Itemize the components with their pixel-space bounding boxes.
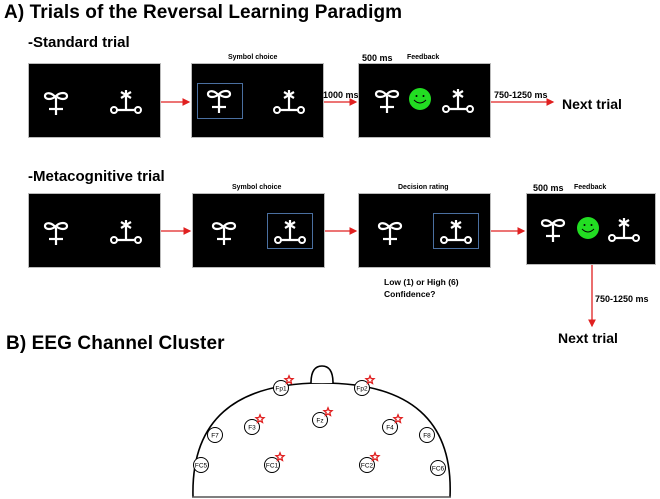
electrode-label: Fp2 bbox=[356, 386, 368, 393]
confidence-prompt-line2: Confidence? bbox=[384, 289, 436, 299]
electrode-circle bbox=[312, 412, 328, 428]
electrode-label: F3 bbox=[248, 425, 256, 432]
electrode-label: Fz bbox=[316, 418, 323, 425]
nose-icon bbox=[310, 365, 334, 384]
electrode-f4: F4 bbox=[382, 413, 404, 435]
decision-rating-caption: Decision rating bbox=[398, 184, 449, 191]
electrode-label: FC6 bbox=[432, 466, 445, 473]
electrode-fc2: FC2 bbox=[359, 451, 381, 473]
arrow-label-750-1250ms: 750-1250 ms bbox=[494, 90, 548, 100]
asterisk-bar-symbol-icon bbox=[441, 87, 475, 122]
electrode-label: FC2 bbox=[361, 463, 374, 470]
electrode-label: F8 bbox=[423, 433, 431, 440]
meta-symbol-choice-screen bbox=[192, 193, 325, 268]
electrode-label: FC1 bbox=[266, 463, 279, 470]
infinity-cross-symbol-icon bbox=[376, 221, 404, 252]
asterisk-bar-symbol-icon bbox=[439, 218, 473, 253]
electrode-fc1: FC1 bbox=[264, 451, 286, 473]
asterisk-bar-symbol-icon bbox=[272, 88, 306, 123]
standard-trial-label: -Standard trial bbox=[28, 34, 130, 51]
cluster-star-icon bbox=[364, 374, 376, 385]
electrode-f7: F7 bbox=[207, 427, 223, 443]
electrode-circle bbox=[193, 457, 209, 473]
electrode-label: Fp1 bbox=[275, 386, 287, 393]
asterisk-bar-symbol-icon bbox=[273, 218, 307, 253]
electrode-fp2: Fp2 bbox=[354, 374, 376, 396]
electrode-circle bbox=[430, 460, 446, 476]
standard-symbol-choice-caption: Symbol choice bbox=[228, 54, 278, 61]
standard-symbol-choice-screen bbox=[191, 63, 324, 138]
green-smiley-icon bbox=[576, 216, 600, 245]
infinity-cross-symbol-icon bbox=[210, 221, 238, 252]
electrode-circle bbox=[264, 457, 280, 473]
electrode-fc6: FC6 bbox=[430, 460, 446, 476]
electrode-label: F4 bbox=[386, 425, 394, 432]
standard-feedback-caption: Feedback bbox=[407, 54, 440, 61]
cluster-star-icon bbox=[254, 413, 266, 424]
section-b-title: B) EEG Channel Cluster bbox=[6, 333, 225, 354]
asterisk-bar-symbol-icon bbox=[607, 216, 641, 251]
cluster-star-icon bbox=[322, 406, 334, 417]
electrode-circle bbox=[419, 427, 435, 443]
electrode-label: F7 bbox=[211, 433, 219, 440]
electrode-circle bbox=[354, 380, 370, 396]
meta-feedback-screen bbox=[526, 193, 656, 265]
meta-fixation-screen bbox=[28, 193, 161, 268]
head-outline bbox=[192, 382, 451, 498]
electrode-fc5: FC5 bbox=[193, 457, 209, 473]
meta-feedback-timing: 500 ms bbox=[533, 183, 564, 193]
infinity-cross-symbol-icon bbox=[42, 91, 70, 122]
cluster-star-icon bbox=[274, 451, 286, 462]
meta-next-trial: Next trial bbox=[558, 330, 618, 346]
infinity-cross-symbol-icon bbox=[205, 89, 233, 120]
meta-symbol-choice-caption: Symbol choice bbox=[232, 184, 282, 191]
standard-next-trial: Next trial bbox=[562, 96, 622, 112]
arrow-label-1000ms: 1000 ms bbox=[323, 90, 359, 100]
section-a-title: A) Trials of the Reversal Learning Parad… bbox=[4, 2, 403, 23]
confidence-prompt-line1: Low (1) or High (6) bbox=[384, 277, 459, 287]
selection-box bbox=[197, 83, 243, 119]
infinity-cross-symbol-icon bbox=[539, 218, 567, 249]
electrode-circle bbox=[359, 457, 375, 473]
green-smiley-icon bbox=[408, 87, 432, 116]
electrode-circle bbox=[273, 380, 289, 396]
electrode-circle bbox=[382, 419, 398, 435]
electrode-circle bbox=[207, 427, 223, 443]
metacognitive-trial-label: -Metacognitive trial bbox=[28, 168, 165, 185]
standard-feedback-screen bbox=[358, 63, 491, 138]
infinity-cross-symbol-icon bbox=[42, 221, 70, 252]
cluster-star-icon bbox=[392, 413, 404, 424]
decision-rating-screen bbox=[358, 193, 491, 268]
selection-box bbox=[433, 213, 479, 249]
standard-feedback-timing: 500 ms bbox=[362, 53, 393, 63]
electrode-circle bbox=[244, 419, 260, 435]
electrode-f3: F3 bbox=[244, 413, 266, 435]
cluster-star-icon bbox=[369, 451, 381, 462]
cluster-star-icon bbox=[283, 374, 295, 385]
electrode-f8: F8 bbox=[419, 427, 435, 443]
selection-box bbox=[267, 213, 313, 249]
asterisk-bar-symbol-icon bbox=[109, 88, 143, 123]
standard-fixation-screen bbox=[28, 63, 161, 138]
arrow-down-label: 750-1250 ms bbox=[595, 294, 649, 304]
electrode-label: FC5 bbox=[195, 463, 208, 470]
asterisk-bar-symbol-icon bbox=[109, 218, 143, 253]
meta-feedback-caption: Feedback bbox=[574, 184, 607, 191]
electrode-fp1: Fp1 bbox=[273, 374, 295, 396]
electrode-fz: Fz bbox=[312, 406, 334, 428]
infinity-cross-symbol-icon bbox=[373, 89, 401, 120]
